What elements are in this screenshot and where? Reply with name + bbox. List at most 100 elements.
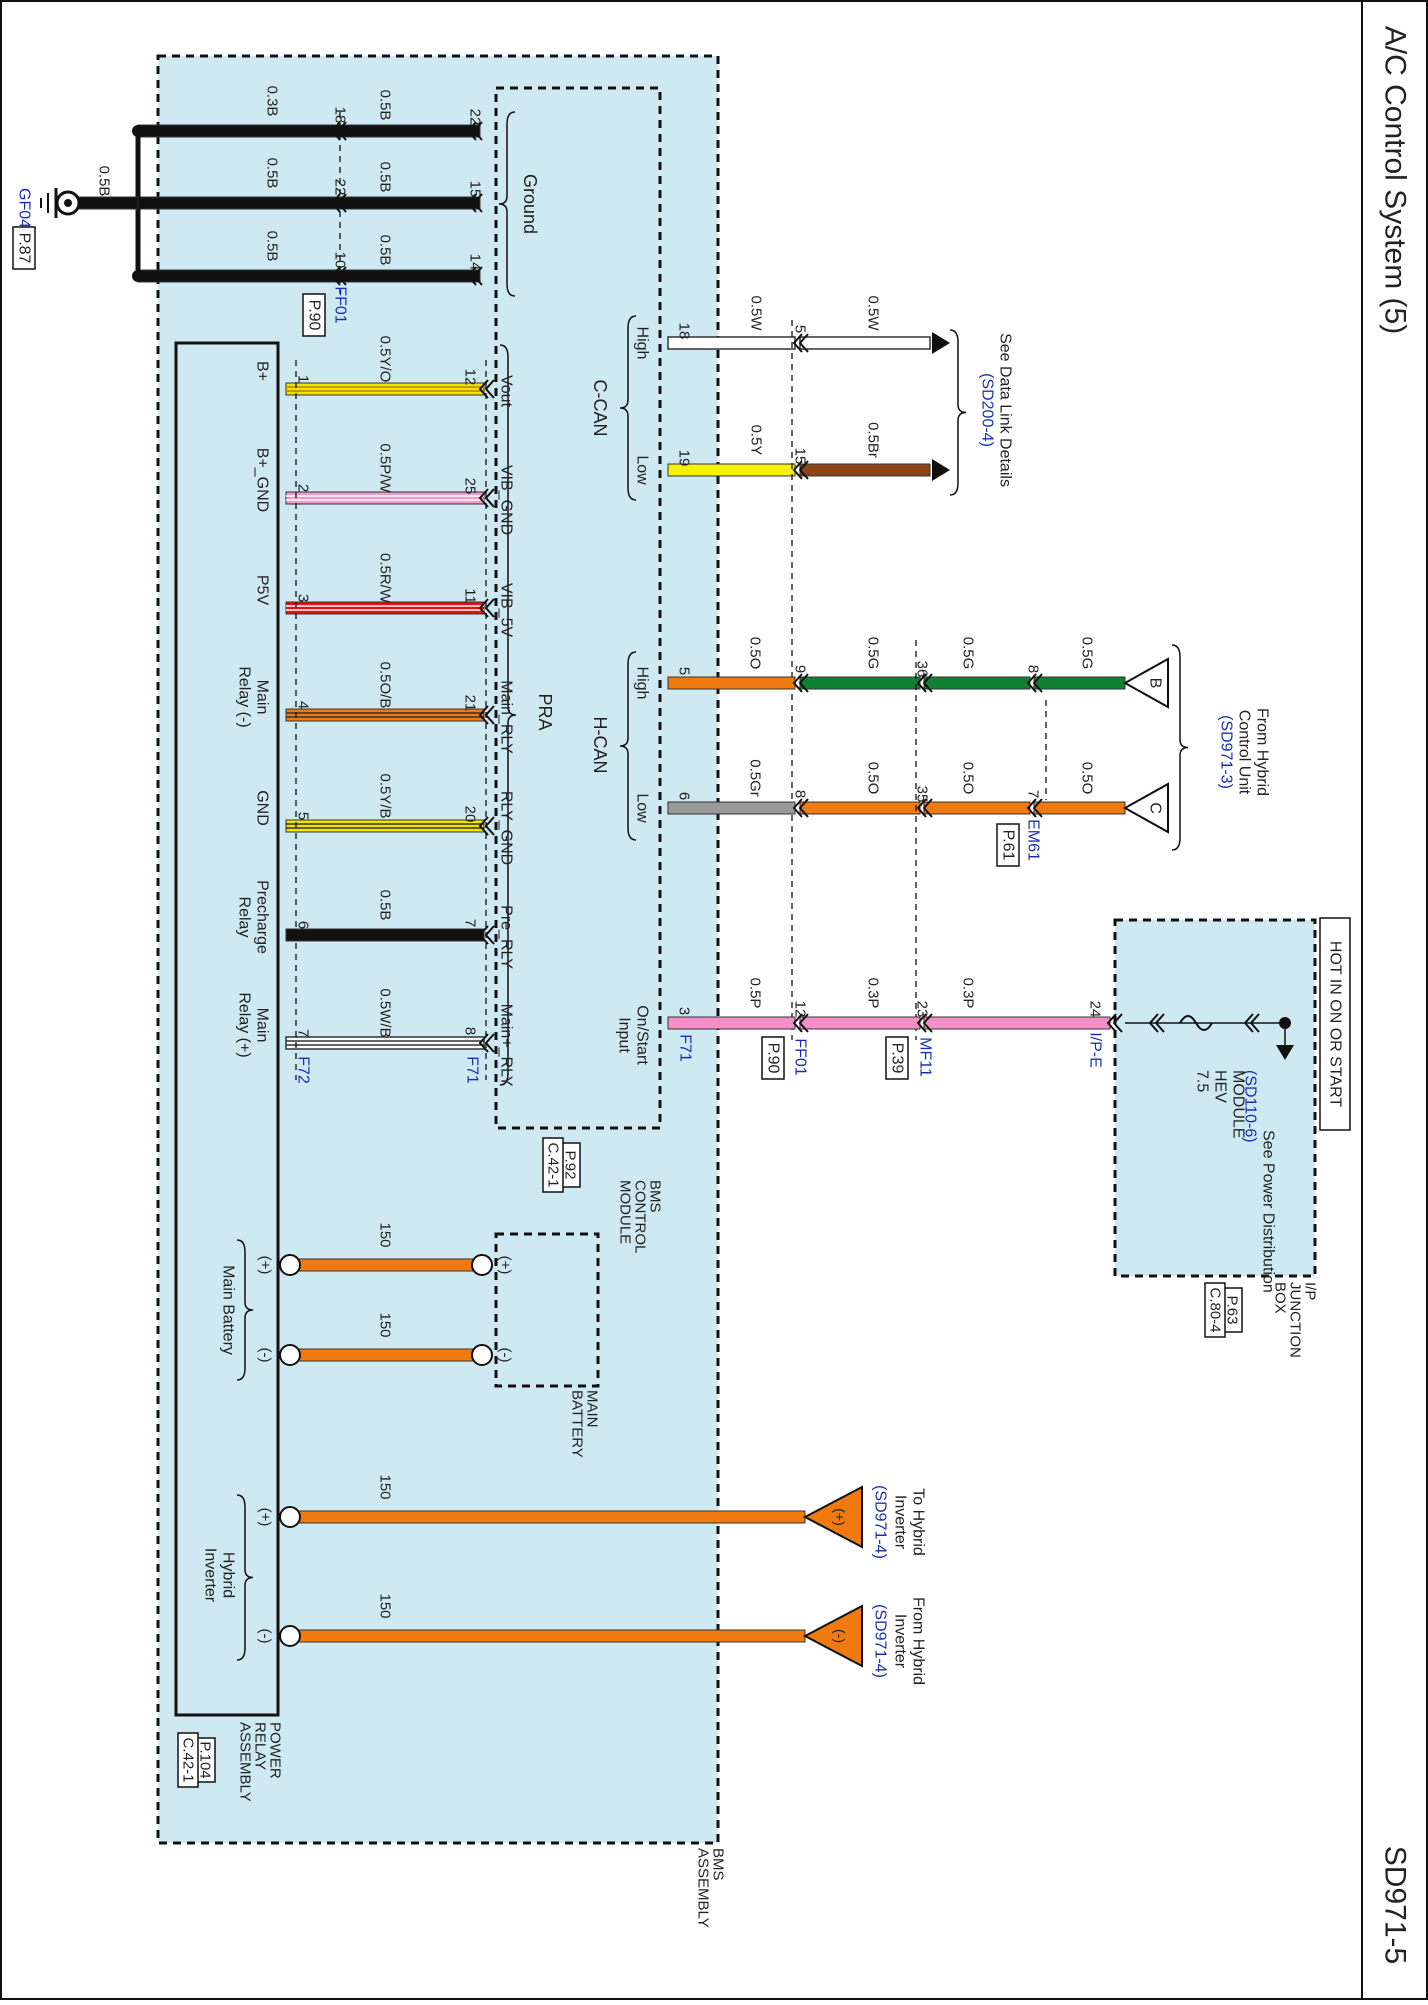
pra-wire-label: 0.5Y/O [377,336,394,383]
pra-wire [285,928,485,942]
hcan-pin: 5 [676,667,693,675]
pra-wire [285,382,485,396]
pra-assembly-label: RELAY [252,1722,269,1770]
pra-signal-label: RLY_GND [498,791,515,865]
hcan-connector-chevron [916,673,927,693]
hybrid-inverter-triangle-label: (+) [832,1508,848,1526]
onstart-connector-chevron [1112,1013,1123,1033]
pra-wire [285,1036,485,1050]
hcan-pin-label: High [634,667,651,700]
onstart-connector-chevron [798,1013,809,1033]
pra-wire-label: 0.5O/B [377,662,394,709]
hybrid-inverter-ref-page: (SD971-4) [872,1485,889,1559]
pra-pin: 11 [462,588,479,604]
pra-signal-label: Main_RLY [498,680,515,754]
ccan-pin: 18 [676,323,693,340]
onstart-connector-chevron [1106,1013,1117,1033]
onstart-wire-label: 0.3P [960,978,977,1009]
ground-connector-chevron [330,193,341,213]
ipe-connector-name: I/P-E [1087,1032,1104,1068]
ccan-wire-label: 0.5Y [748,425,765,456]
bms-module-label: CONTROL [632,1180,649,1253]
ground-connector-chevron [330,121,341,141]
hcan-connector-chevron [922,798,933,818]
fuse-label: MODULE [1230,1070,1247,1138]
pra-pin: 12 [462,369,479,386]
mf11-connector-page-box [885,1036,909,1080]
hcan-triangle [1122,782,1169,834]
hcan-connector-chevron [1026,798,1037,818]
pra-signal-label: Vout [498,375,515,408]
pra-pin: 7 [462,919,479,927]
pra-connector-chevron [478,1033,489,1053]
hcan-wire [1033,801,1126,815]
pra-signal-label: Pre_RLY [498,905,515,969]
hybrid-inverter-ref: From Hybrid [910,1597,927,1685]
onstart-wire-label: 0.3P [865,978,882,1009]
hcan-wire [1033,676,1126,690]
pra-relay-label: P5V [254,575,271,606]
hcan-ref: From Hybrid [1254,708,1271,796]
ccan-connector-chevron [792,460,803,480]
fuse-connector-chevron [1243,1013,1254,1033]
ff01-onstart-page-box [761,1036,785,1080]
hcan-pin: 9 [792,665,809,673]
pra-wire [285,601,485,615]
ground-pin: 14 [467,254,484,271]
hcan-triangle-label: C [1147,802,1164,814]
pra-relay-label: Main [254,1008,271,1043]
pra-wire-label: 0.5Y/B [377,773,394,818]
hcan-wire-label: 0.5O [865,762,882,795]
bms-module-page: P.92 [562,1151,579,1180]
hot-label-box [1319,917,1351,1131]
ground-connector-chevron [466,121,477,141]
ground-wire [137,269,481,283]
power-distribution-ref-page: (SD110-6) [1242,1070,1259,1143]
hcan-connector-chevron [798,673,809,693]
hybrid-inverter-brace [236,1494,254,1661]
ccan-wire-label: 0.5W [865,295,882,331]
ccan-pin-label: Low [634,455,651,485]
onstart-wire [667,1016,796,1030]
em61-connector-name: EM61 [1025,819,1042,861]
main-battery-wire-label: 150 [377,1312,394,1337]
pra-connector-chevron [478,925,489,945]
hybrid-inverter-ref: Inverter [892,1614,909,1669]
main-battery-terminal [279,1254,301,1276]
ground-wire-label: 0.5B [377,90,394,121]
ground-pin: 15 [467,181,484,198]
pra-pin: 8 [462,1027,479,1035]
pra-relay-pin: 6 [295,921,312,929]
hcan-connector-chevron [1032,798,1043,818]
ff01-onstart-connector-name: FF01 [792,1038,809,1075]
ground-wire-label: 0.5B [264,158,281,189]
ground-wire-label: 0.5B [377,162,394,193]
onstart-pin: 23 [914,1001,931,1018]
pra-pin: 25 [462,478,479,495]
hybrid-inverter-triangle [802,1604,863,1668]
main-battery-box-terminal-label: (+) [497,1256,514,1275]
pra-assembly-conn-box [177,1732,199,1788]
hybrid-inverter-wire [291,1510,806,1524]
page-code: SD971-5 [1379,1846,1412,1964]
hybrid-inverter-wire-label: 150 [377,1593,394,1618]
hcan-connector-chevron [1032,673,1043,693]
fuse-connector-chevron [1249,1013,1260,1033]
ip-junction-box-panel [1113,918,1317,1278]
pra-relay-label: Precharge [254,880,271,954]
hcan-wire-label: 0.5O [960,762,977,795]
ground-connector-chevron [472,121,483,141]
ground-terminal-dot [64,199,72,207]
mf11-connector-name: MF11 [917,1037,934,1077]
pra-connector-chevron [478,598,489,618]
hcan-wire [799,801,921,815]
f71-onstart-connector-name: F71 [677,1034,694,1062]
pra-wire-label: 0.5B [377,890,394,921]
page-title: A/C Control System (5) [1379,26,1412,334]
pra-signal-label: VIB_GND [498,465,515,535]
hcan-wire [667,676,796,690]
ff01-connector-page: P.90 [306,300,323,331]
pra-signal-label: Main+_RLY [498,1004,515,1087]
main-battery-label: Main Battery [220,1265,237,1355]
